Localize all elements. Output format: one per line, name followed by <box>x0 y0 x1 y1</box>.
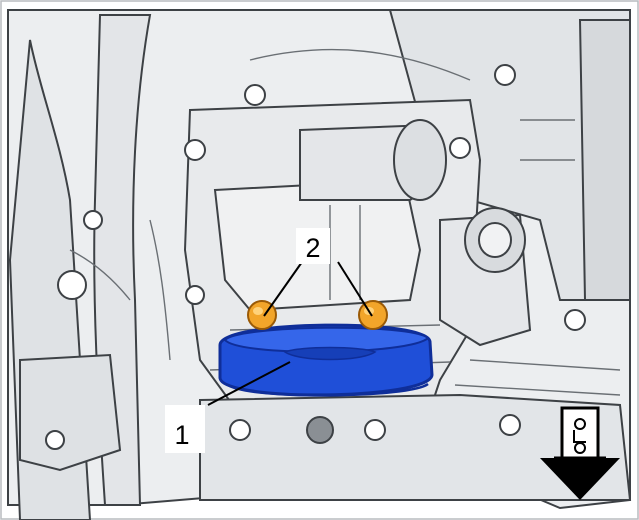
callout-1-label: 1 <box>174 420 189 450</box>
down-arrow-icon <box>540 406 620 500</box>
leader-line-2-right <box>337 261 373 317</box>
leader-line-2-left <box>263 261 303 317</box>
callout-2-label: 2 <box>305 233 320 263</box>
leader-line-1 <box>207 361 291 406</box>
callout-1: 1 <box>165 405 205 453</box>
callout-2: 2 <box>296 228 330 264</box>
casting-bolt-holes <box>45 64 586 450</box>
leader-lines <box>207 261 373 406</box>
blue-cover <box>218 323 434 397</box>
